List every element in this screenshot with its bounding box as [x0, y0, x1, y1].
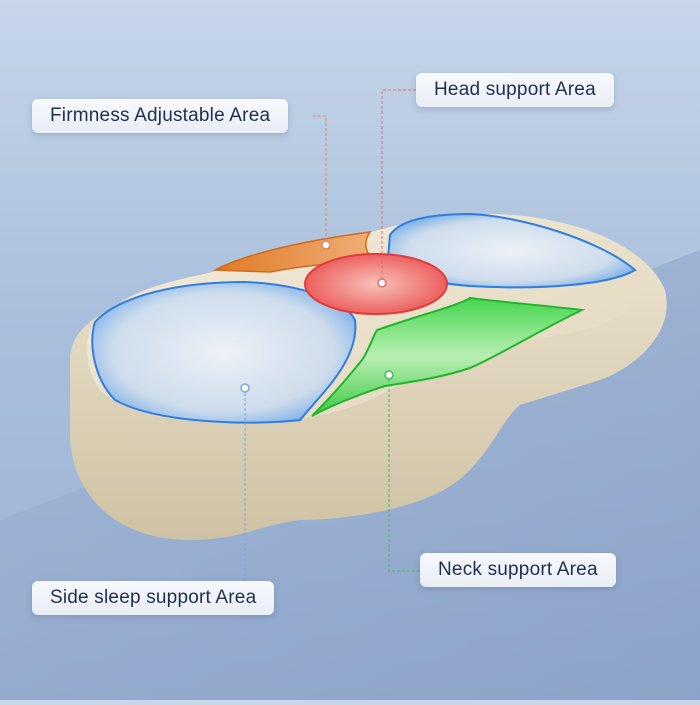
neck-support-zone [311, 296, 586, 417]
head-support-label: Head support Area [416, 73, 614, 107]
firmness-label: Firmness Adjustable Area [32, 99, 289, 133]
firmness-leader-line [313, 115, 327, 245]
head-marker [377, 278, 387, 288]
neck-leader-line [388, 375, 420, 572]
neck-support-label: Neck support Area [420, 553, 616, 587]
side-marker [240, 383, 250, 393]
side-sleep-label: Side sleep support Area [32, 581, 275, 615]
neck-marker [384, 370, 394, 380]
firmness-marker [321, 240, 331, 250]
head-leader-line [381, 89, 416, 283]
side-sleep-zone-left [91, 280, 357, 424]
head-support-zone [304, 253, 448, 315]
